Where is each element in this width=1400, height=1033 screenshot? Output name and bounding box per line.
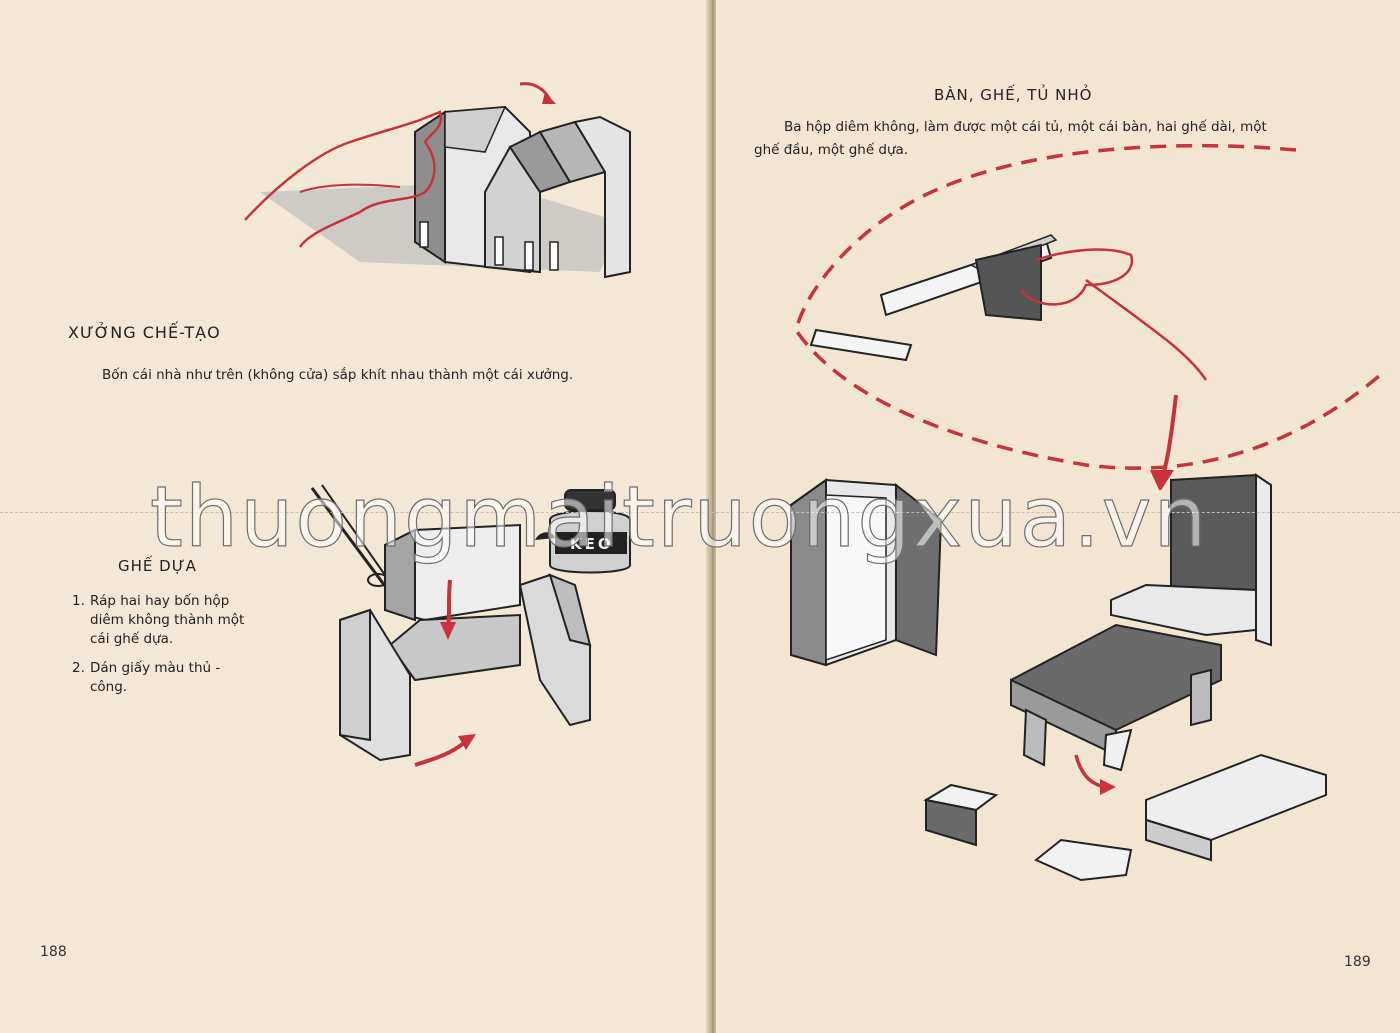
workshop-text: Bốn cái nhà như trên (không cửa) sắp khí… xyxy=(102,367,574,383)
watermark: thuongmaitruongxua.vn xyxy=(149,467,1209,566)
page-right: BÀN, GHẾ, TỦ NHỎ Ba hộp diêm không, làm … xyxy=(716,0,1400,1033)
page-left: XƯỞNG CHẾ-TẠO Bốn cái nhà như trên (khôn… xyxy=(40,82,631,960)
armchair-title: GHẾ DỰA xyxy=(118,557,197,575)
glue-bottle-label: KEO xyxy=(570,535,614,553)
furniture-title: BÀN, GHẾ, TỦ NHỎ xyxy=(934,86,1093,104)
watermark-guide-line xyxy=(0,512,1400,513)
workshop-title: XƯỞNG CHẾ-TẠO xyxy=(68,323,221,342)
armchair-steps: 1.Ráp hai hay bốn hộp diêm không thành m… xyxy=(72,592,258,707)
houses-illustration xyxy=(244,82,631,279)
page-number-right: 189 xyxy=(1344,954,1371,970)
furniture-illustration xyxy=(790,473,1327,882)
furniture-text: Ba hộp diêm không, làm được một cái tủ, … xyxy=(754,119,1267,158)
folding-illustration xyxy=(794,143,1386,490)
armchair-illustration: KEO xyxy=(310,484,631,767)
list-item: 1.Ráp hai hay bốn hộp diêm không thành m… xyxy=(72,593,245,647)
page-number-left: 188 xyxy=(40,944,67,960)
list-item: 2.Dán giấy màu thủ - công. xyxy=(72,660,221,695)
